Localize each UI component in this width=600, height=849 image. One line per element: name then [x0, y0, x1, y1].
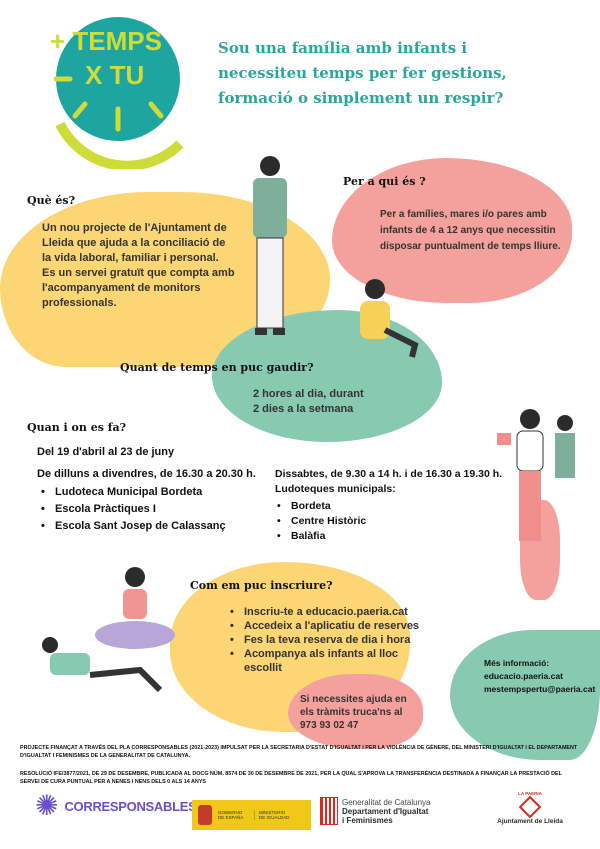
generalitat-text: Generalitat de Catalunya: [342, 797, 431, 807]
logo-clock-icon: [53, 17, 184, 171]
list-item: Acompanya als infants al lloc escollit: [228, 647, 418, 675]
ajuda-text: Si necessites ajuda en els tràmits truca…: [300, 693, 407, 732]
text-line: Si necessites ajuda en: [300, 694, 407, 705]
department-text: Departament d'Igualtat: [342, 806, 429, 816]
woman-sitting-illustration: [360, 279, 419, 358]
per-a-qui-text: Per a famílies, mares i/o pares amb infa…: [380, 207, 561, 255]
text-line: 2 dies a la setmana: [253, 403, 354, 415]
star-icon: ✺: [35, 790, 59, 821]
pink-blob-top: [332, 158, 572, 303]
pink-blob-bottom: [288, 674, 423, 749]
text-line: professionals.: [42, 297, 117, 309]
text-line: Es un servei gratuït que compta amb: [42, 267, 235, 279]
quan-dates: Del 19 d'abril al 23 de juny: [37, 446, 175, 458]
logo-text-2: X TU: [85, 60, 145, 90]
senyera-icon: [320, 797, 338, 825]
inscriure-title: Com em puc inscriure?: [190, 579, 333, 592]
quant-text: 2 hores al dia, durant 2 dies a la setma…: [253, 387, 364, 417]
text-line: Més informació:: [484, 658, 550, 668]
email-link[interactable]: mestempspertu@paeria.cat: [484, 684, 596, 694]
quant-title: Quant de temps en puc gaudir?: [120, 361, 314, 374]
per-a-qui-title: Per a qui és ?: [343, 175, 426, 188]
text-line: Lleida que ajuda a la conciliació de: [42, 237, 226, 249]
info-text: Més informació: educacio.paeria.cat mest…: [484, 657, 595, 696]
saturdays-heading: Dissabtes, de 9.30 a 14 h. i de 16.30 a …: [275, 468, 503, 480]
logo: + TEMPS X TU: [40, 4, 190, 171]
list-item: Accedeix a l'aplicatiu de reserves: [228, 619, 419, 633]
gobierno-text: GOBIERNO DE ESPAÑA: [218, 810, 244, 820]
footer-resolution: RESOLUCIÓ IFE/3877/2021, DE 29 DE DESEMB…: [20, 771, 562, 785]
text-line: la vida laboral, familiar i personal.: [42, 252, 219, 264]
text-line: l'acompanyament de monitors: [42, 282, 201, 294]
headline-line: necessiteu temps per fer gestions,: [218, 64, 507, 82]
gobierno-logo: GOBIERNO DE ESPAÑA MINISTERIO DE IGUALDA…: [192, 800, 311, 830]
generalitat-logo: Generalitat de Catalunya Departament d'I…: [320, 797, 431, 825]
logo-text-1: + TEMPS: [50, 26, 162, 56]
list-item: Escola Pràctiques I: [39, 501, 256, 518]
paeria-logo: LA PAERIA Ajuntament de Lleida: [485, 791, 575, 825]
weekdays-schedule: De dilluns a divendres, de 16.30 a 20.30…: [37, 467, 256, 535]
coat-of-arms-icon: [198, 805, 212, 825]
headline-line: formació o simplement un respir?: [218, 89, 504, 107]
que-es-text: Un nou projecte de l'Ajuntament de Lleid…: [42, 221, 235, 311]
yoga-illustration: [42, 567, 175, 693]
list-item: Fes la teva reserva de dia i hora: [228, 633, 418, 647]
phone-number: 973 93 02 47: [300, 720, 359, 731]
ministerio-text: MINISTERIO DE IGUALDAD: [254, 810, 290, 820]
list-item: Bordeta: [275, 499, 502, 514]
list-item: Inscriu-te a educacio.paeria.cat: [228, 605, 418, 619]
footer-funding: PROJECTE FINANÇAT A TRAVÉS DEL PLA CORRE…: [20, 745, 578, 759]
green-blob-center: [212, 310, 442, 442]
inscriure-list: Inscriu-te a educacio.paeria.cat Accedei…: [228, 605, 419, 675]
text-line: Un nou projecte de l'Ajuntament de: [42, 222, 227, 234]
text-line: infants de 4 a 12 anys que necessitin: [380, 225, 556, 236]
list-item: Centre Històric: [275, 514, 502, 529]
text-line: els tràmits truca'ns al: [300, 707, 403, 718]
headline: Sou una família amb infants i necessiteu…: [218, 36, 507, 111]
list-item: Escola Sant Josep de Calassanç: [39, 518, 256, 535]
man-illustration: [253, 156, 287, 335]
department-text-2: i Feminismes: [342, 815, 393, 825]
text-line: 2 hores al dia, durant: [253, 388, 364, 400]
list-item: Ludoteca Municipal Bordeta: [39, 484, 256, 501]
ajuntament-text: Ajuntament de Lleida: [497, 818, 563, 825]
que-es-title: Què és?: [27, 194, 76, 207]
list-item: Balàfia: [275, 529, 502, 544]
text-line: Per a famílies, mares i/o pares amb: [380, 209, 547, 220]
green-blob-bottom: [450, 630, 600, 760]
text-line: disposar puntualment de temps lliure.: [380, 241, 561, 252]
paeria-text: LA PAERIA: [518, 791, 542, 796]
weekdays-heading: De dilluns a divendres, de 16.30 a 20.30…: [37, 468, 256, 480]
saturdays-schedule: Dissabtes, de 9.30 a 14 h. i de 16.30 a …: [275, 467, 502, 544]
website-link[interactable]: educacio.paeria.cat: [484, 671, 563, 681]
saturdays-sub: Ludoteques municipals:: [275, 483, 396, 495]
corresponsables-logo: ✺ CORRESPONSABLES: [35, 792, 197, 820]
headline-line: Sou una família amb infants i: [218, 39, 468, 57]
quan-title: Quan i on es fa?: [27, 421, 127, 434]
paeria-emblem-icon: [518, 795, 542, 819]
corresponsables-text: CORRESPONSABLES: [64, 798, 197, 814]
couple-illustration: [497, 409, 575, 541]
